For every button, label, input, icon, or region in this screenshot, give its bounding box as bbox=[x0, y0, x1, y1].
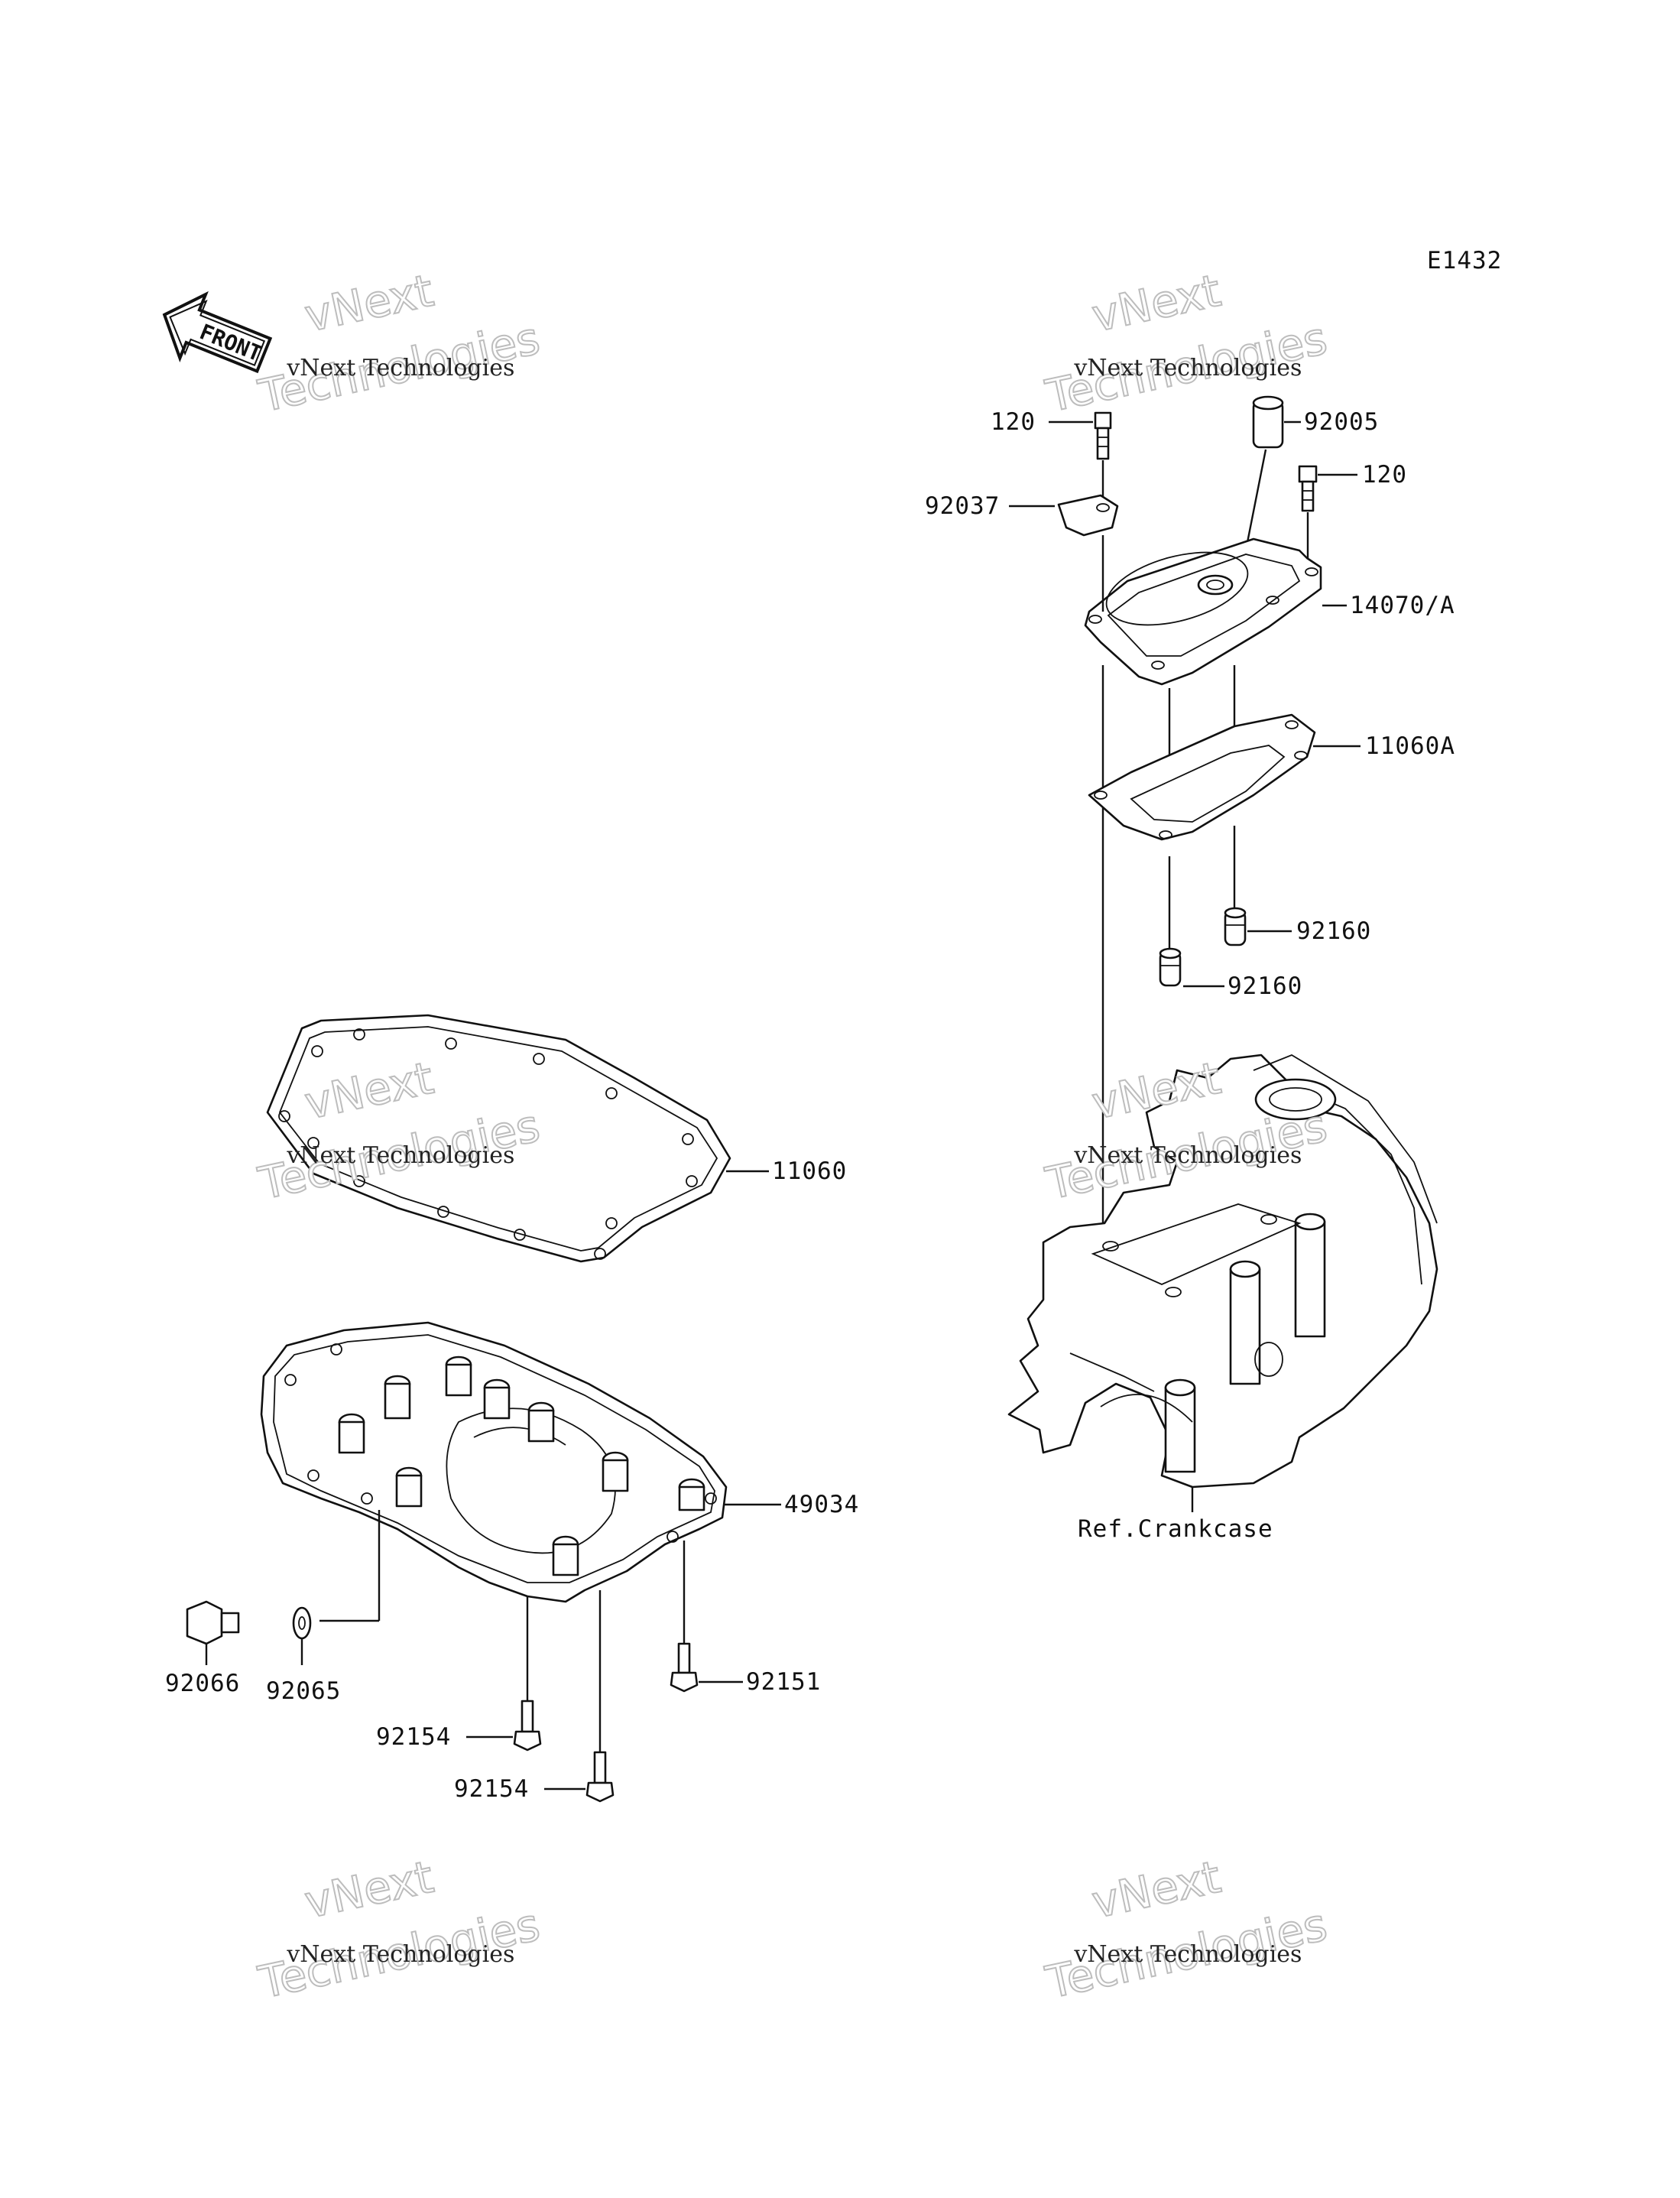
svg-text:vNext Technologies: vNext Technologies bbox=[1073, 1142, 1302, 1169]
svg-text:vNext: vNext bbox=[300, 265, 438, 343]
watermark-bottom-left: vNext Technologies vNext Technologies bbox=[253, 1850, 545, 2010]
crankcase-reference-drawing bbox=[1007, 1054, 1438, 1489]
bolt-92154-right bbox=[585, 1751, 615, 1803]
svg-text:vNext Technologies: vNext Technologies bbox=[1073, 355, 1302, 381]
part-label-92005: 92005 bbox=[1304, 408, 1379, 436]
part-label-92154-right: 92154 bbox=[454, 1775, 529, 1803]
svg-text:vNext Technologies: vNext Technologies bbox=[286, 355, 514, 381]
part-label-92160-lower: 92160 bbox=[1228, 972, 1302, 1000]
bolt-92151 bbox=[670, 1642, 699, 1693]
reference-label-crankcase: Ref.Crankcase bbox=[1078, 1515, 1273, 1543]
svg-text:vNext Technologies: vNext Technologies bbox=[286, 1142, 514, 1169]
breather-cover-14070A bbox=[1084, 537, 1322, 686]
watermark-top-right: vNext Technologies vNext Technologies bbox=[1040, 264, 1332, 424]
part-label-92160-upper: 92160 bbox=[1296, 917, 1371, 945]
dowel-pin-92160-upper bbox=[1224, 907, 1247, 946]
bolt-92154-left bbox=[513, 1700, 542, 1752]
gasket-11060A bbox=[1088, 713, 1316, 841]
watermark-bottom-right: vNext Technologies vNext Technologies bbox=[1040, 1850, 1332, 2010]
clamp-92037 bbox=[1057, 494, 1119, 537]
part-label-92066: 92066 bbox=[165, 1670, 240, 1697]
part-label-11060A: 11060A bbox=[1365, 732, 1455, 760]
svg-text:vNext: vNext bbox=[1088, 265, 1225, 343]
part-label-120-right: 120 bbox=[1362, 461, 1407, 489]
bolt-120-right bbox=[1298, 465, 1318, 512]
part-label-92037: 92037 bbox=[925, 492, 1000, 520]
dowel-pin-92160-lower bbox=[1159, 947, 1182, 987]
gasket-11060 bbox=[266, 1014, 731, 1263]
part-label-11060: 11060 bbox=[772, 1157, 847, 1185]
part-label-92151: 92151 bbox=[746, 1668, 821, 1696]
svg-text:vNext Technologies: vNext Technologies bbox=[286, 1941, 514, 1968]
drain-bolt-92066 bbox=[186, 1600, 240, 1645]
oil-pan-49034 bbox=[260, 1321, 728, 1603]
diagram-code: E1432 bbox=[1427, 247, 1502, 274]
part-label-92154-left: 92154 bbox=[376, 1723, 451, 1751]
washer-92065 bbox=[292, 1606, 312, 1640]
watermark-top-left: vNext Technologies vNext Technologies bbox=[253, 264, 545, 424]
bolt-120-left bbox=[1094, 411, 1112, 460]
part-label-14070A: 14070/A bbox=[1350, 592, 1455, 619]
nipple-92005 bbox=[1252, 395, 1284, 449]
part-label-49034: 49034 bbox=[784, 1491, 859, 1518]
svg-text:vNext: vNext bbox=[1088, 1851, 1225, 1929]
part-label-92065: 92065 bbox=[266, 1677, 341, 1705]
svg-text:vNext Technologies: vNext Technologies bbox=[1073, 1941, 1302, 1968]
part-label-120-left: 120 bbox=[991, 408, 1036, 436]
svg-text:vNext: vNext bbox=[300, 1851, 438, 1929]
